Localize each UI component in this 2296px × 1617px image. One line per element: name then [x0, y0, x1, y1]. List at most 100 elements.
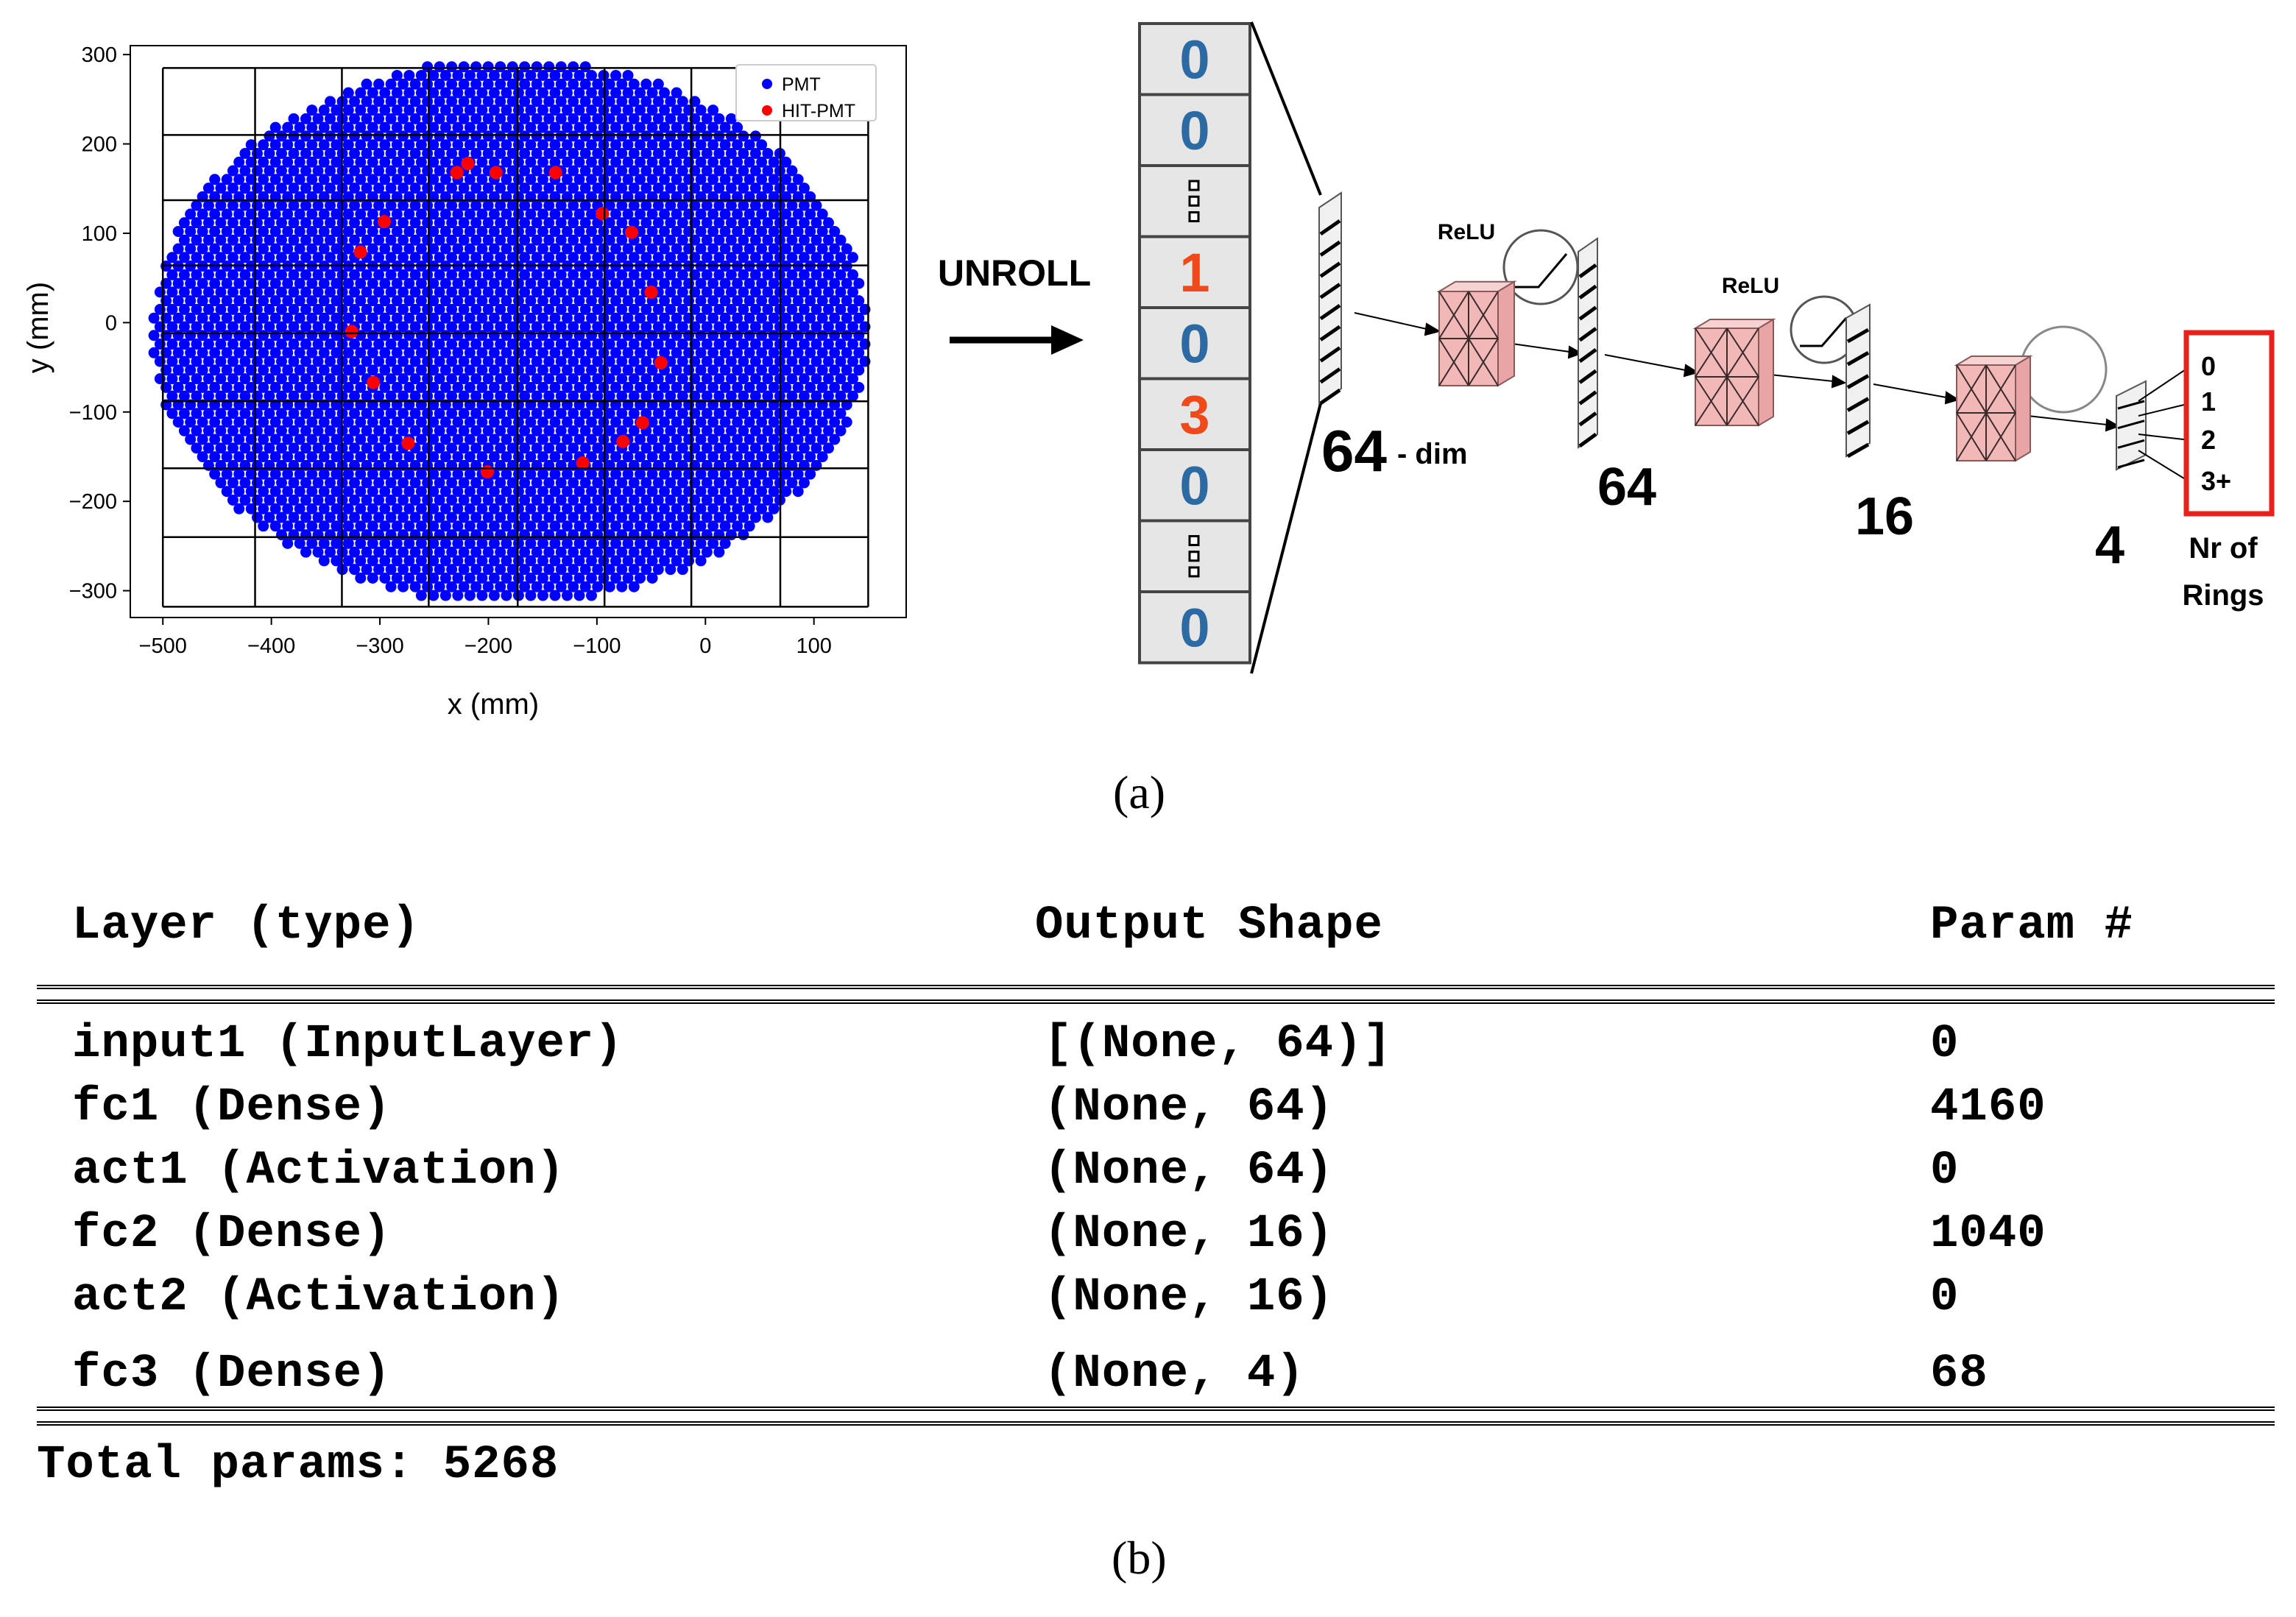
- pmt-point: [306, 417, 318, 428]
- pmt-point: [537, 364, 548, 376]
- pmt-point: [275, 217, 287, 229]
- pmt-point: [409, 581, 421, 592]
- pmt-point: [756, 156, 768, 168]
- pmt-point: [452, 208, 464, 220]
- vector-cell: [1138, 93, 1251, 167]
- pmt-point: [646, 468, 658, 480]
- pmt-point: [415, 174, 427, 185]
- pmt-point: [282, 121, 294, 133]
- pmt-point: [573, 105, 585, 116]
- pmt-point: [342, 277, 354, 289]
- pmt-point: [561, 121, 573, 133]
- pmt-point: [209, 225, 221, 237]
- pmt-point: [398, 390, 409, 402]
- pmt-point: [640, 442, 652, 454]
- pmt-point: [288, 130, 300, 142]
- pmt-point: [622, 139, 634, 151]
- pmt-point: [294, 347, 305, 358]
- pmt-point: [391, 417, 403, 428]
- pmt-point: [355, 139, 367, 151]
- pmt-point: [342, 364, 354, 376]
- pmt-point: [719, 312, 731, 324]
- pmt-point: [549, 434, 561, 445]
- pmt-point: [428, 555, 439, 567]
- pmt-point: [719, 364, 731, 376]
- pmt-point: [373, 321, 385, 333]
- pmt-point: [646, 555, 658, 567]
- pmt-point: [525, 364, 537, 376]
- pmt-point: [604, 269, 615, 280]
- pmt-point: [258, 156, 269, 168]
- pmt-point: [738, 147, 749, 159]
- pmt-point: [482, 61, 494, 73]
- pmt-point: [379, 451, 391, 463]
- pmt-point: [738, 130, 749, 142]
- pmt-point: [325, 494, 336, 506]
- unroll-arrow-group: UNROLL: [938, 252, 1091, 355]
- row-output-shape: (None, 64): [1044, 1144, 1335, 1197]
- pmt-point: [172, 295, 184, 307]
- pmt-point: [379, 381, 391, 393]
- pmt-point: [318, 486, 330, 498]
- pmt-point: [665, 130, 677, 142]
- pmt-point: [227, 269, 239, 280]
- pmt-point: [640, 303, 652, 315]
- pmt-point: [652, 96, 664, 107]
- pmt-point: [610, 208, 622, 220]
- pmt-point: [428, 156, 439, 168]
- pmt-point: [428, 174, 439, 185]
- pmt-point: [288, 147, 300, 159]
- pmt-point: [695, 347, 707, 358]
- pmt-point: [543, 269, 555, 280]
- pmt-point: [816, 381, 828, 393]
- pmt-point: [707, 243, 719, 255]
- pmt-point: [422, 96, 434, 107]
- pmt-point: [306, 174, 318, 185]
- pmt-point: [568, 217, 579, 229]
- pmt-point: [707, 347, 719, 358]
- pmt-point: [573, 417, 585, 428]
- pmt-point: [398, 78, 409, 90]
- pmt-point: [677, 217, 688, 229]
- pmt-point: [586, 590, 598, 601]
- pmt-point: [537, 555, 548, 567]
- pmt-point: [701, 355, 713, 367]
- pmt-point: [312, 217, 324, 229]
- pmt-point: [300, 442, 312, 454]
- output-class-0: 0: [2201, 351, 2216, 381]
- pmt-point: [555, 61, 567, 73]
- pmt-point: [422, 442, 434, 454]
- pmt-point: [422, 61, 434, 73]
- pmt-point: [355, 503, 367, 514]
- pmt-point: [732, 208, 743, 220]
- pmt-point: [428, 225, 439, 237]
- pmt-point: [677, 113, 688, 124]
- pmt-point: [227, 183, 239, 194]
- pmt-point: [282, 277, 294, 289]
- pmt-point: [306, 105, 318, 116]
- pmt-point: [665, 183, 677, 194]
- pmt-point: [555, 546, 567, 558]
- pmt-point: [816, 312, 828, 324]
- pmt-point: [488, 243, 500, 255]
- pmt-point: [743, 364, 755, 376]
- pmt-point: [701, 546, 713, 558]
- pmt-point: [178, 217, 190, 229]
- pmt-point: [537, 295, 548, 307]
- x-tick-label: −200: [465, 634, 512, 658]
- pmt-point: [239, 303, 251, 315]
- pmt-point: [470, 113, 482, 124]
- pmt-point: [835, 355, 847, 367]
- pmt-point: [568, 252, 579, 263]
- pmt-point: [628, 199, 640, 211]
- pmt-point: [749, 390, 761, 402]
- pmt-point: [592, 269, 604, 280]
- pmt-point: [288, 425, 300, 436]
- pmt-point: [275, 286, 287, 298]
- pmt-point: [555, 355, 567, 367]
- pmt-point: [227, 442, 239, 454]
- pmt-point: [652, 217, 664, 229]
- pmt-point: [325, 165, 336, 177]
- pmt-point: [367, 312, 378, 324]
- pmt-point: [331, 417, 342, 428]
